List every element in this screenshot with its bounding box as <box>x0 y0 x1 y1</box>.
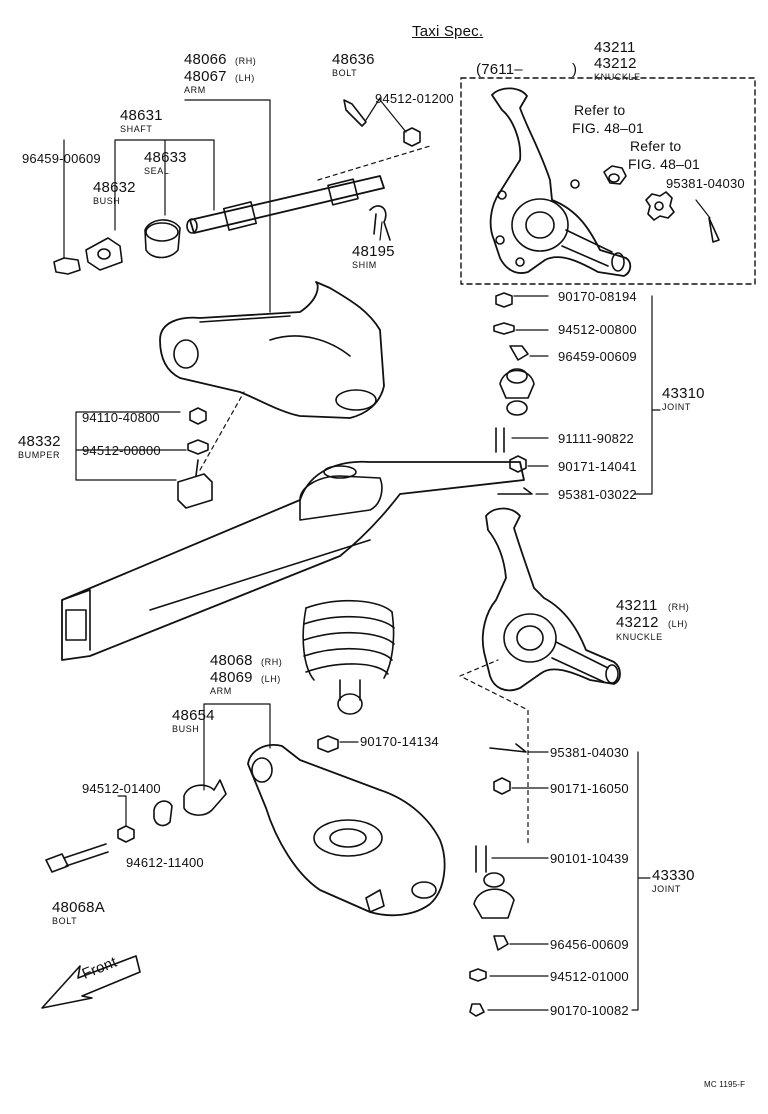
joint-upper-part-3[interactable]: 96459-00609 <box>558 349 637 364</box>
bush-48654-number[interactable]: 48654 <box>172 707 215 724</box>
upper-arm-drawing <box>159 281 385 419</box>
joint-upper-part-1[interactable]: 90170-08194 <box>558 289 637 304</box>
joint-lower-part-3[interactable]: 90101-10439 <box>550 851 629 866</box>
joint-lower-part-6[interactable]: 90170-10082 <box>550 1003 629 1018</box>
lower-arm-drawing <box>247 744 446 917</box>
bolt-48068A-number[interactable]: 48068A <box>52 899 105 916</box>
front-arrow-drawing <box>41 955 141 1009</box>
knuckle-taxi-range-end: ) <box>572 61 578 78</box>
knuckle-lh-tag: (LH) <box>668 619 688 629</box>
washer-94512-01400[interactable]: 94512-01400 <box>82 781 161 796</box>
bush-48654-name: BUSH <box>172 724 200 734</box>
lower-joint-parts-drawing <box>463 677 529 1017</box>
knuckle-taxi-name: KNUCKLE <box>594 72 641 82</box>
bumper-drawing <box>177 391 245 509</box>
taxi-spec-dashed-box <box>460 77 756 285</box>
joint-43310-name: JOINT <box>662 402 691 412</box>
upper-arm-name: ARM <box>184 85 206 95</box>
shaft-48631-name: SHAFT <box>120 124 153 134</box>
lower-arm-rh-number[interactable]: 48068 <box>210 652 253 669</box>
washer-94512-01200[interactable]: 94512-01200 <box>375 91 454 106</box>
joint-43330-name: JOINT <box>652 884 681 894</box>
lower-arm-lh-number[interactable]: 48069 <box>210 669 253 686</box>
joint-upper-part-2[interactable]: 94512-00800 <box>558 322 637 337</box>
upper-arm-lh-tag: (LH) <box>235 73 255 83</box>
washer-94612-11400[interactable]: 94612-11400 <box>126 855 204 870</box>
knuckle-name: KNUCKLE <box>616 632 663 642</box>
upper-arm-lh-number[interactable]: 48067 <box>184 68 227 85</box>
shim-48195-name: SHIM <box>352 260 377 270</box>
upper-arm-rh-tag: (RH) <box>235 56 257 66</box>
seal-48633-number[interactable]: 48633 <box>144 149 187 166</box>
leader-lines <box>63 97 711 1011</box>
bush-48632-number[interactable]: 48632 <box>93 179 136 196</box>
bumper-48332-number[interactable]: 48332 <box>18 433 61 450</box>
bolt-48068A-name: BOLT <box>52 916 78 926</box>
shaft-48631-number[interactable]: 48631 <box>120 107 163 124</box>
knuckle-taxi-part-number-2[interactable]: 43212 <box>594 55 637 72</box>
crossmember-drawing <box>61 460 525 661</box>
joint-43330-number[interactable]: 43330 <box>652 867 695 884</box>
joint-43310-number[interactable]: 43310 <box>662 385 705 402</box>
taxi-nut-parts <box>603 165 720 243</box>
joint-upper-part-4[interactable]: 91111-90822 <box>558 431 634 446</box>
bumper-part-94110-40800[interactable]: 94110-40800 <box>82 410 160 425</box>
joint-upper-part-6[interactable]: 95381-03022 <box>558 487 637 502</box>
seal-48633-name: SEAL <box>144 166 170 176</box>
coil-spring-drawing <box>302 599 395 715</box>
footer-code: MC 1195-F <box>704 1080 746 1089</box>
refer-2-figure-link[interactable]: FIG. 48–01 <box>628 156 701 172</box>
knuckle-taxi-range: (7611– <box>476 61 523 78</box>
taxi-spec-label: Taxi Spec. <box>412 23 484 40</box>
joint-lower-part-5[interactable]: 94512-01000 <box>550 969 629 984</box>
taxi-knuckle-drawing <box>489 87 632 277</box>
lower-arm-lh-tag: (LH) <box>261 674 281 684</box>
refer-1-figure-link[interactable]: FIG. 48–01 <box>572 120 645 136</box>
joint-lower-part-1[interactable]: 95381-04030 <box>550 745 629 760</box>
knuckle-drawing <box>459 507 621 692</box>
bumper-part-94512-00800[interactable]: 94512-00800 <box>82 443 161 458</box>
bush-48632-name: BUSH <box>93 196 121 206</box>
joint-lower-part-4[interactable]: 96456-00609 <box>550 937 629 952</box>
grease-fitting-96459-00609-upper[interactable]: 96459-00609 <box>22 151 101 166</box>
bolt-48636-name: BOLT <box>332 68 358 78</box>
nut-90170-14134[interactable]: 90170-14134 <box>360 734 439 749</box>
upper-arm-rh-number[interactable]: 48066 <box>184 51 227 68</box>
upper-shaft-assembly <box>186 145 431 234</box>
knuckle-rh-tag: (RH) <box>668 602 690 612</box>
knuckle-43212-number[interactable]: 43212 <box>616 614 659 631</box>
joint-lower-part-2[interactable]: 90171-16050 <box>550 781 629 796</box>
cotter-pin-95381-04030-taxi[interactable]: 95381-04030 <box>666 176 745 191</box>
shim-48195-number[interactable]: 48195 <box>352 243 395 260</box>
upper-joint-parts-drawing <box>493 292 535 495</box>
knuckle-43211-number[interactable]: 43211 <box>616 597 658 614</box>
refer-2-line-1: Refer to <box>630 138 682 154</box>
bolt-48636-number[interactable]: 48636 <box>332 51 375 68</box>
lower-arm-name: ARM <box>210 686 232 696</box>
bumper-48332-name: BUMPER <box>18 450 61 460</box>
lower-bolt-bush-drawing <box>45 735 339 873</box>
refer-1-line-1: Refer to <box>574 102 626 118</box>
lower-arm-rh-tag: (RH) <box>261 657 283 667</box>
knuckle-taxi-part-number-1[interactable]: 43211 <box>594 39 636 56</box>
joint-upper-part-5[interactable]: 90171-14041 <box>558 459 637 474</box>
